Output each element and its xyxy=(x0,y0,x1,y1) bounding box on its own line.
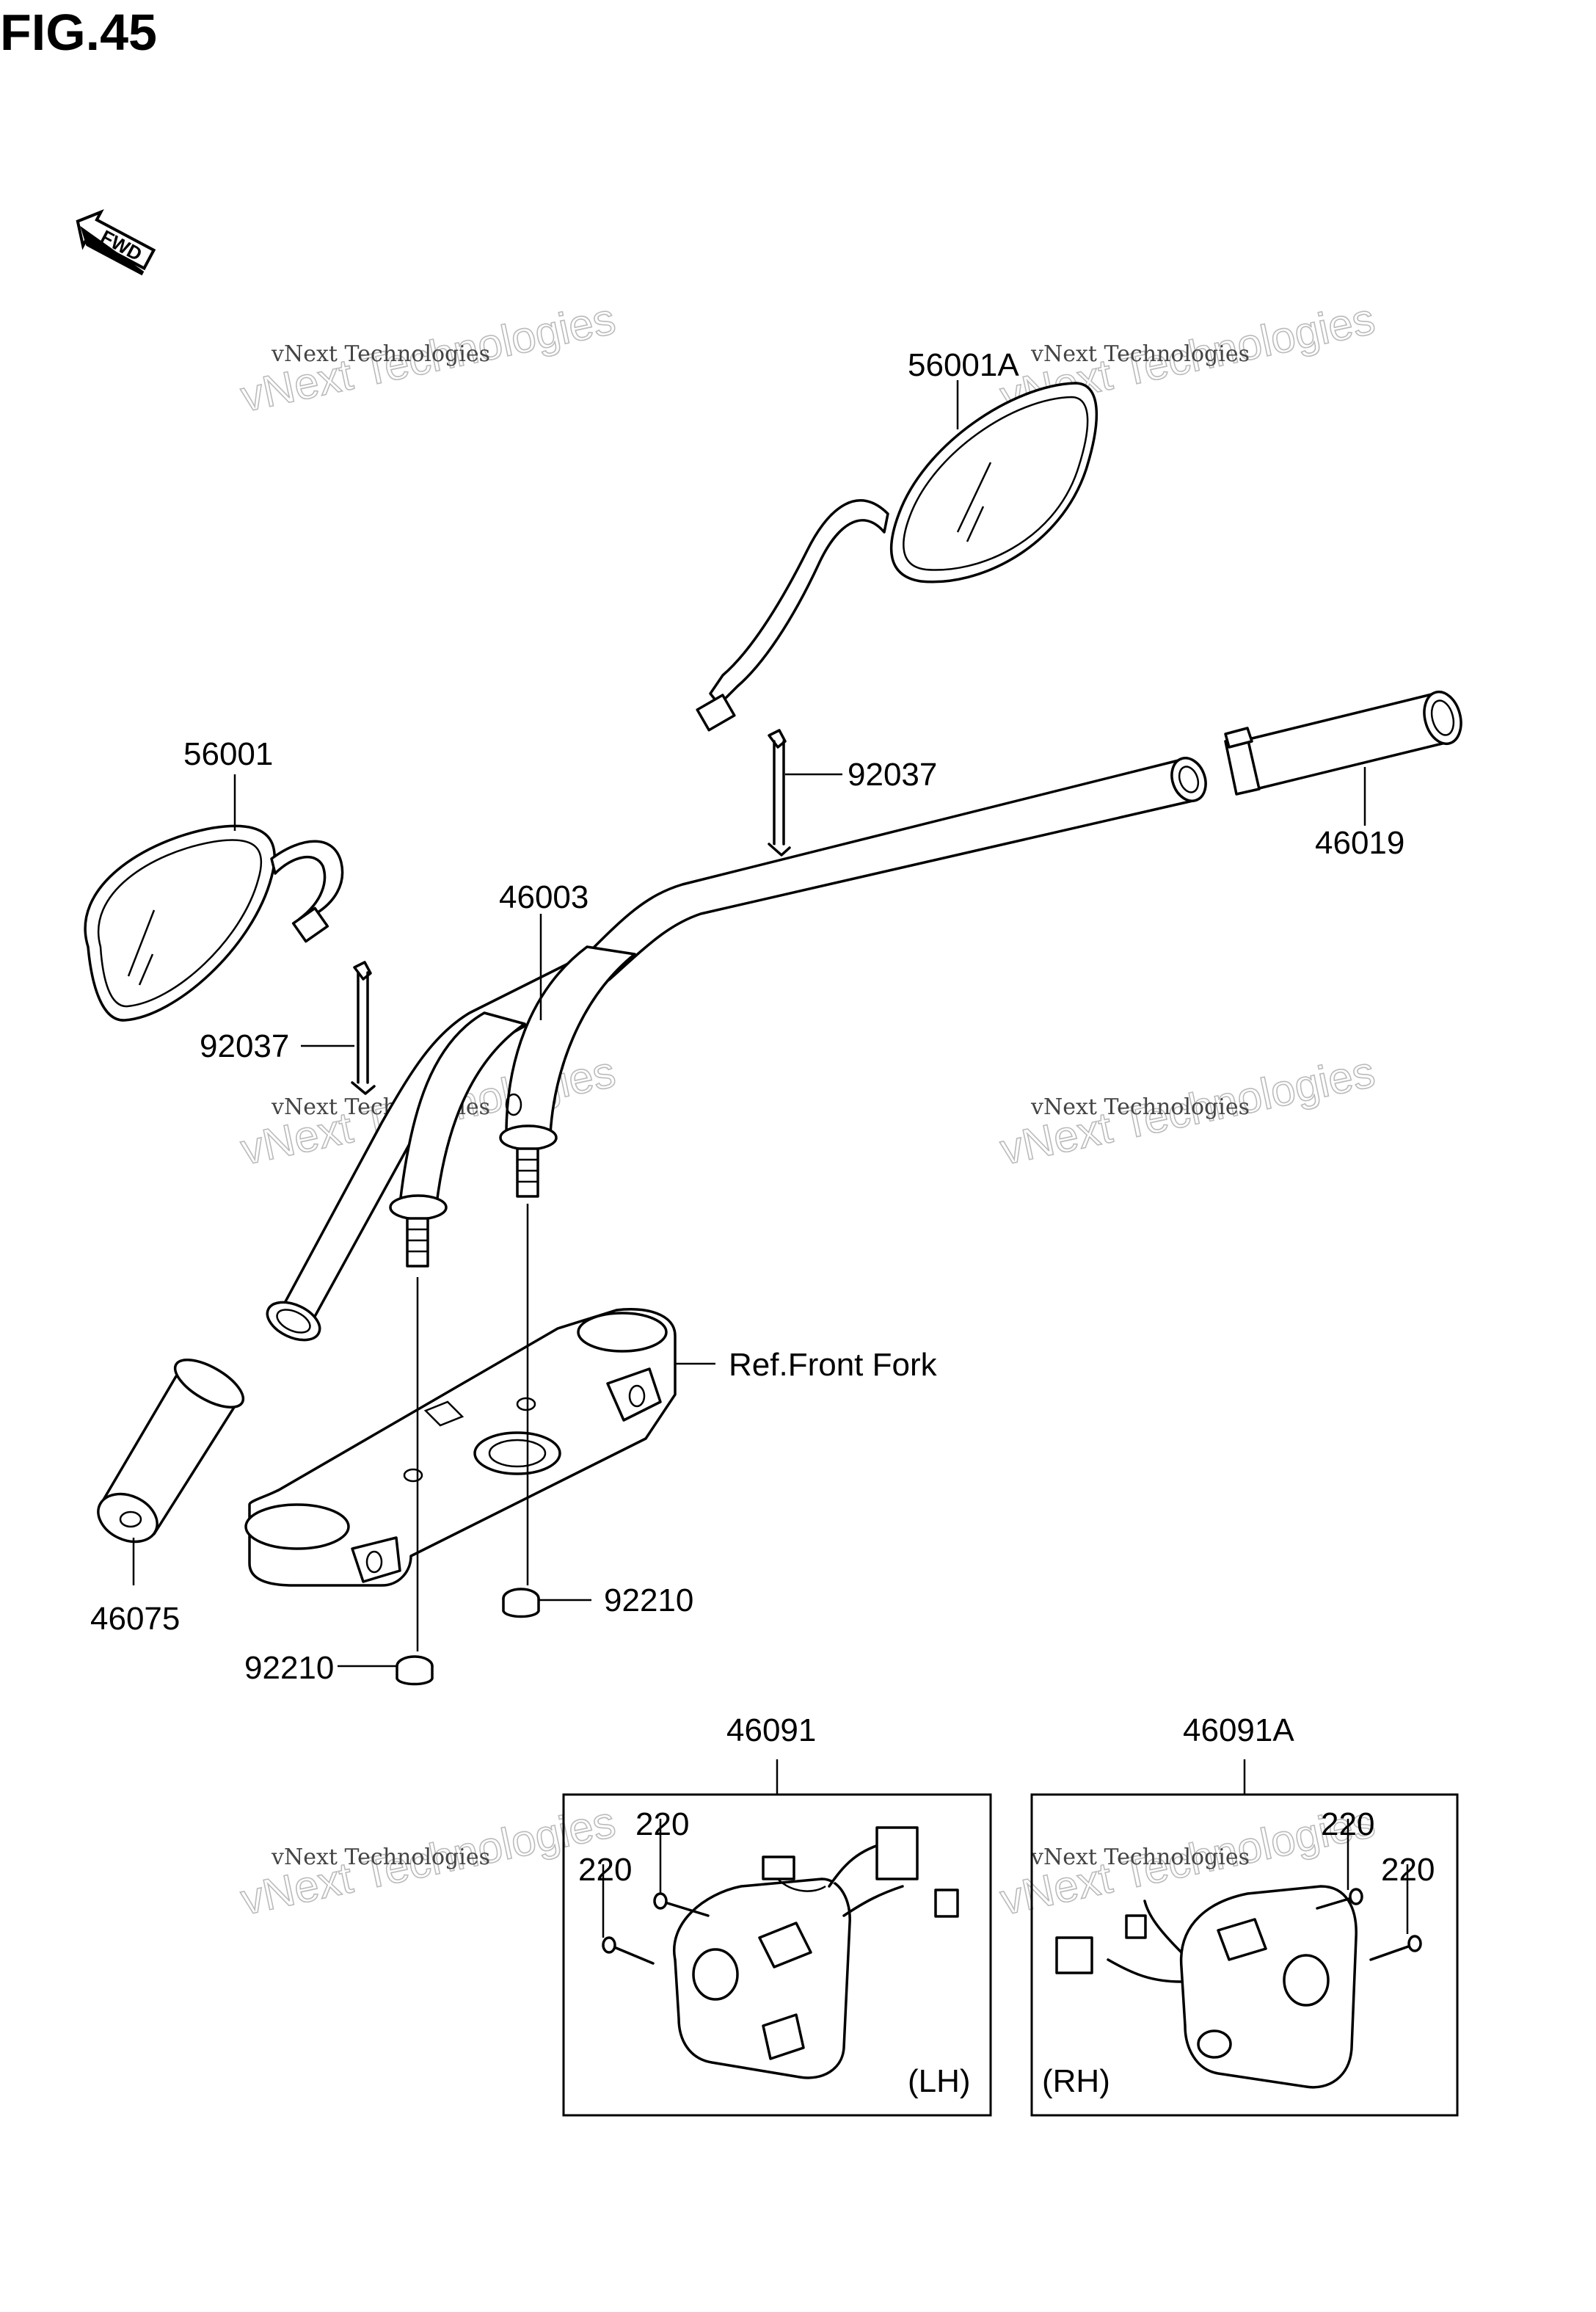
label-92210-left: 92210 xyxy=(244,1650,334,1686)
svg-text:vNext Technologies: vNext Technologies xyxy=(1030,1844,1250,1870)
forward-arrow-icon: FWD xyxy=(76,209,156,276)
screw-rh-b-part xyxy=(1369,1935,1422,1961)
label-46075: 46075 xyxy=(90,1601,180,1637)
label-220-lh-a: 220 xyxy=(635,1806,689,1842)
label-ref-front-fork: Ref.Front Fork xyxy=(729,1347,938,1383)
svg-text:vNext Technologies: vNext Technologies xyxy=(271,1844,490,1870)
label-220-rh-a: 220 xyxy=(1321,1806,1374,1842)
label-92210-right: 92210 xyxy=(604,1582,693,1618)
right-clip-part xyxy=(768,729,791,857)
label-46003: 46003 xyxy=(499,879,589,915)
screw-lh-a-part xyxy=(653,1892,710,1917)
label-46091A: 46091A xyxy=(1183,1712,1294,1748)
left-mirror-part xyxy=(84,824,344,1022)
fork-clamp-part xyxy=(244,1308,677,1587)
screw-rh-a-part xyxy=(1316,1888,1363,1910)
label-92037-left: 92037 xyxy=(200,1028,289,1064)
label-56001: 56001 xyxy=(183,736,273,772)
svg-text:vNext Technologies: vNext Technologies xyxy=(1030,341,1250,367)
leader-lines xyxy=(132,380,1409,1938)
switch-lh-frame xyxy=(562,1759,992,2117)
screw-lh-b-part xyxy=(602,1936,655,1965)
label-46019: 46019 xyxy=(1315,825,1404,861)
label-46091: 46091 xyxy=(726,1712,816,1748)
switch-lh-part xyxy=(672,1826,959,2079)
switch-rh-part xyxy=(1055,1885,1358,2089)
label-92037-right: 92037 xyxy=(848,757,937,793)
nut-left-part xyxy=(396,1655,434,1686)
nut-right-part xyxy=(502,1588,540,1618)
assembly-lines xyxy=(416,1204,529,1651)
svg-text:vNext Technologies: vNext Technologies xyxy=(271,341,490,367)
throttle-grip-part xyxy=(1224,690,1462,796)
left-clip-part xyxy=(351,961,376,1095)
label-rh: (RH) xyxy=(1042,2063,1110,2099)
left-grip-part xyxy=(97,1359,245,1544)
label-lh: (LH) xyxy=(908,2063,971,2099)
label-220-rh-b: 220 xyxy=(1381,1852,1435,1888)
right-mirror-part xyxy=(696,382,1098,732)
switch-rh-frame xyxy=(1030,1759,1459,2117)
label-56001A: 56001A xyxy=(908,347,1019,383)
label-220-lh-b: 220 xyxy=(578,1852,632,1888)
figure-title: FIG.45 xyxy=(0,4,157,61)
svg-text:vNext Technologies: vNext Technologies xyxy=(1030,1094,1250,1120)
handlebar-part xyxy=(266,757,1207,1342)
